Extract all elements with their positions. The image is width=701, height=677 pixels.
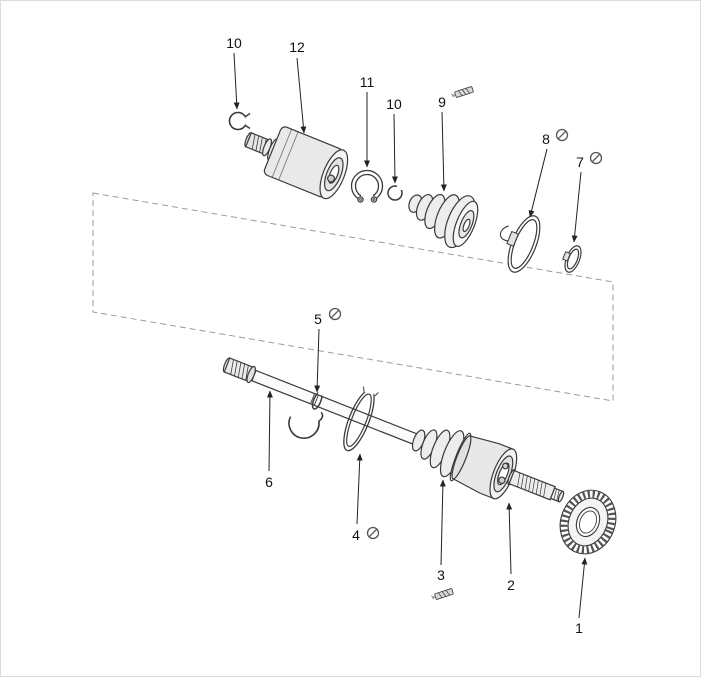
inner-boot-drawing [408,193,479,249]
do-not-reuse-icon [328,307,342,321]
callout-5-label: 5 [314,311,322,327]
do-not-reuse-icon [366,526,380,540]
leader-line-5 [314,328,321,393]
circlip-drawing [228,111,251,131]
do-not-reuse-icons [328,128,603,540]
callout-10b-label: 10 [386,96,402,112]
leader-line-3 [439,479,446,566]
small-boot-clamp-drawing [562,245,582,273]
damper-band-ring-drawing [343,386,379,452]
leader-line-9 [440,111,447,192]
callout-1-label: 1 [575,620,583,636]
callout-10a-label: 10 [226,35,242,51]
leader-line-1 [578,557,588,619]
shaft-spline-end-drawing [222,357,256,384]
callout-11-label: 11 [360,74,375,90]
do-not-reuse-icon [589,151,603,165]
leader-line-12 [296,57,307,134]
large-boot-clamp-drawing [499,215,541,273]
snap-ring-drawing [350,169,384,205]
callout-8-label: 8 [542,131,550,147]
reference-plane-dashed-outline [92,192,614,402]
callout-2-label: 2 [507,577,515,593]
leader-line-10b [391,113,398,184]
small-ring-drawing [387,184,403,201]
abs-reluctor-ring-drawing [559,489,617,555]
callout-9-label: 9 [438,94,446,110]
leader-line-7 [571,171,582,243]
spring-clip-hook-drawing [288,411,324,439]
crimp-clamp-icon [450,86,474,98]
stub-axle-drawing [507,469,565,503]
do-not-reuse-icon [555,128,569,142]
callout-labels: 10 12 11 10 9 8 7 5 6 4 3 2 1 [226,35,584,636]
outer-cv-joint-drawing [451,435,518,500]
callout-4-label: 4 [352,527,360,543]
shaft-body-drawing [251,369,426,448]
callout-7-label: 7 [576,154,584,170]
leader-line-2 [506,502,513,575]
leader-line-6 [266,390,273,472]
leader-line-10a [233,52,240,110]
drive-shaft-assembly-drawing [222,357,565,503]
crimp-clamp-icon [430,588,454,600]
callout-6-label: 6 [265,474,273,490]
leader-line-8 [528,148,548,218]
callout-3-label: 3 [437,567,445,583]
inner-cv-joint-drawing [244,126,349,200]
leader-lines [233,52,588,619]
callout-12-label: 12 [289,39,305,55]
leader-line-4 [356,453,363,525]
